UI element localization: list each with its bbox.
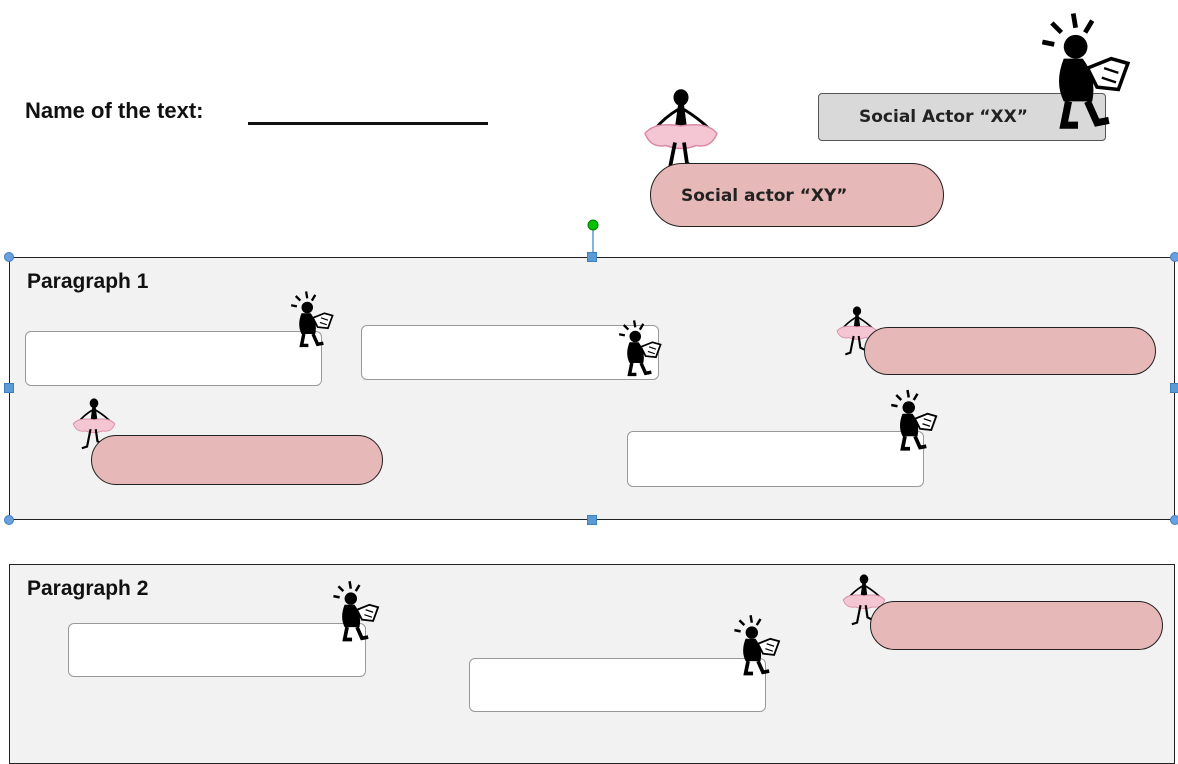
- resize-handle-top-right[interactable]: [1170, 252, 1178, 262]
- legend-actor-xy-pill[interactable]: [650, 163, 944, 227]
- actor-xx-box[interactable]: [627, 431, 924, 487]
- legend-actor-xy-label: Social actor “XY”: [681, 186, 848, 206]
- resize-handle-top-left[interactable]: [4, 252, 14, 262]
- actor-xx-box[interactable]: [469, 658, 766, 712]
- reader-figure-icon: [1040, 8, 1135, 133]
- paragraph-2-title: Paragraph 2: [27, 577, 149, 600]
- reader-figure-icon: [733, 614, 783, 676]
- resize-handle-top[interactable]: [587, 252, 597, 262]
- resize-handle-bottom-left[interactable]: [4, 515, 14, 525]
- resize-handle-bottom[interactable]: [587, 515, 597, 525]
- resize-handle-left[interactable]: [4, 383, 14, 393]
- name-of-text-label: Name of the text:: [25, 98, 204, 123]
- actor-xy-pill[interactable]: [864, 327, 1156, 375]
- reader-figure-icon: [290, 290, 336, 348]
- reader-figure-icon: [618, 319, 664, 377]
- name-blank-line: [248, 122, 488, 125]
- actor-xx-box[interactable]: [25, 331, 322, 386]
- legend-actor-xx-box[interactable]: [818, 93, 1106, 141]
- reader-figure-icon: [332, 580, 382, 642]
- reader-figure-icon: [890, 388, 940, 452]
- paragraph-1-title: Paragraph 1: [27, 270, 149, 293]
- legend-actor-xx-label: Social Actor “XX”: [859, 107, 1028, 127]
- actor-xy-pill[interactable]: [91, 435, 383, 485]
- resize-handle-bottom-right[interactable]: [1170, 515, 1178, 525]
- actor-xx-box[interactable]: [361, 325, 659, 380]
- resize-handle-right[interactable]: [1170, 383, 1178, 393]
- rotation-handle[interactable]: [586, 219, 600, 259]
- actor-xx-box[interactable]: [68, 623, 366, 677]
- actor-xy-pill[interactable]: [870, 601, 1163, 650]
